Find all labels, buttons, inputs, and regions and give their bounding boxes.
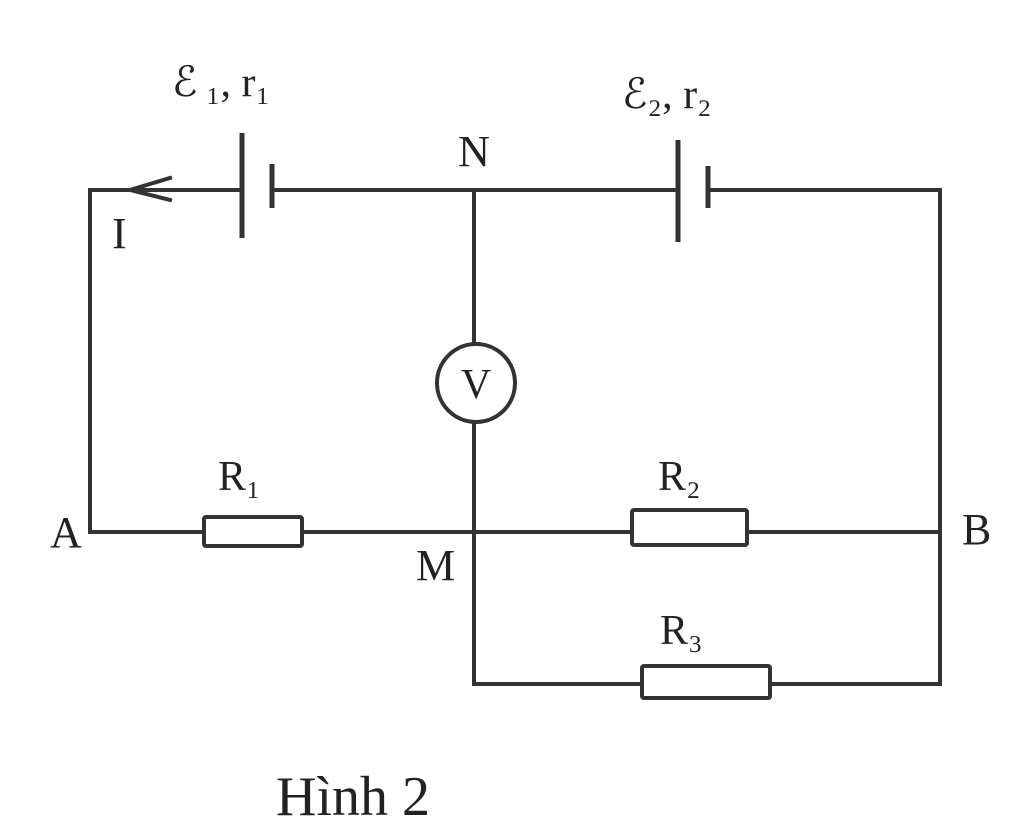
- resistor-r3-label: R₃: [660, 608, 703, 654]
- node-b-label: B: [962, 505, 991, 554]
- source-e2-label: ℰ₂, r₂: [622, 72, 712, 118]
- resistor-r1-label: R₁: [218, 454, 261, 500]
- node-m-label: M: [416, 541, 455, 590]
- source-e1-label: ℰ ₁, r₁: [172, 60, 270, 106]
- resistor-r2: [630, 508, 749, 547]
- node-a-label: A: [50, 508, 82, 557]
- current-label: I: [112, 209, 127, 258]
- resistor-r1: [202, 515, 304, 548]
- voltmeter-label: V: [461, 362, 491, 408]
- current-arrow-icon: [122, 175, 173, 203]
- resistor-r2-label: R₂: [658, 454, 701, 500]
- battery-e2: [675, 140, 711, 242]
- figure-caption: Hình 2: [276, 766, 430, 828]
- battery-e1: [239, 133, 275, 238]
- node-n-label: N: [458, 127, 490, 176]
- resistor-r3: [640, 664, 772, 700]
- voltmeter: V: [435, 342, 517, 424]
